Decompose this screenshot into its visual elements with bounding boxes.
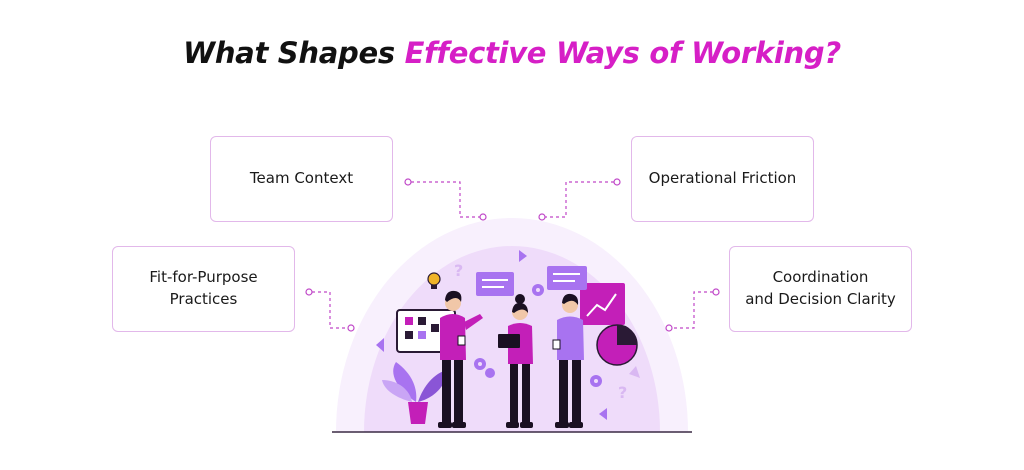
lightbulb-icon <box>427 272 441 286</box>
sticky-note <box>418 331 426 339</box>
connector-fit-for-purpose <box>312 291 348 329</box>
person-right <box>552 293 584 428</box>
factor-label-fit-for-purpose: Fit-for-Purpose Practices <box>149 268 258 308</box>
triangle-decor <box>376 338 384 352</box>
person-left <box>438 290 483 428</box>
triangle-decor <box>629 366 640 378</box>
connector-dot <box>347 324 355 332</box>
sticky-note <box>405 317 413 325</box>
connector-dot <box>305 288 313 296</box>
connector-dot <box>613 178 621 186</box>
connector-dot <box>712 288 720 296</box>
factor-label-operational-friction: Operational Friction <box>648 169 797 188</box>
page-title: What Shapes Effective Ways of Working? <box>0 36 1024 70</box>
speech-bubble-icon <box>547 266 587 290</box>
connector-dot <box>479 213 487 221</box>
connector-dot <box>665 324 673 332</box>
factor-box-operational-friction: Operational Friction <box>631 136 814 222</box>
triangle-decor <box>599 408 607 420</box>
laptop-icon <box>498 334 520 348</box>
factor-label-team-context: Team Context <box>249 169 354 188</box>
factor-box-fit-for-purpose: Fit-for-Purpose Practices <box>112 246 295 332</box>
sticky-note <box>405 331 413 339</box>
sticky-note <box>418 317 426 325</box>
chart-monitor-icon <box>580 283 625 325</box>
plant-leaf <box>393 362 417 402</box>
trend-line-icon <box>586 293 617 317</box>
plant-leaf <box>382 380 412 402</box>
title-part-1: What Shapes <box>183 36 405 70</box>
factor-label-coordination: Coordination and Decision Clarity <box>745 268 896 308</box>
connector-dot <box>538 213 546 221</box>
triangle-decor <box>519 250 527 262</box>
connector-coordination <box>672 291 713 329</box>
sticky-note <box>431 324 439 332</box>
question-mark-icon: ? <box>454 261 463 280</box>
plant-leaf <box>418 370 448 402</box>
title-part-2-accent: Effective Ways of Working? <box>404 36 842 70</box>
question-mark-icon: ? <box>618 383 627 402</box>
connector-dot <box>404 178 412 186</box>
pie-slice <box>617 325 637 345</box>
person-middle <box>498 294 533 428</box>
plant-pot-icon <box>408 402 428 424</box>
factor-box-coordination: Coordination and Decision Clarity <box>729 246 912 332</box>
connector-team-context <box>411 181 480 218</box>
factor-box-team-context: Team Context <box>210 136 393 222</box>
gear-icon <box>485 368 495 378</box>
speech-bubble-icon <box>476 272 514 296</box>
connector-operational-friction <box>545 181 614 218</box>
